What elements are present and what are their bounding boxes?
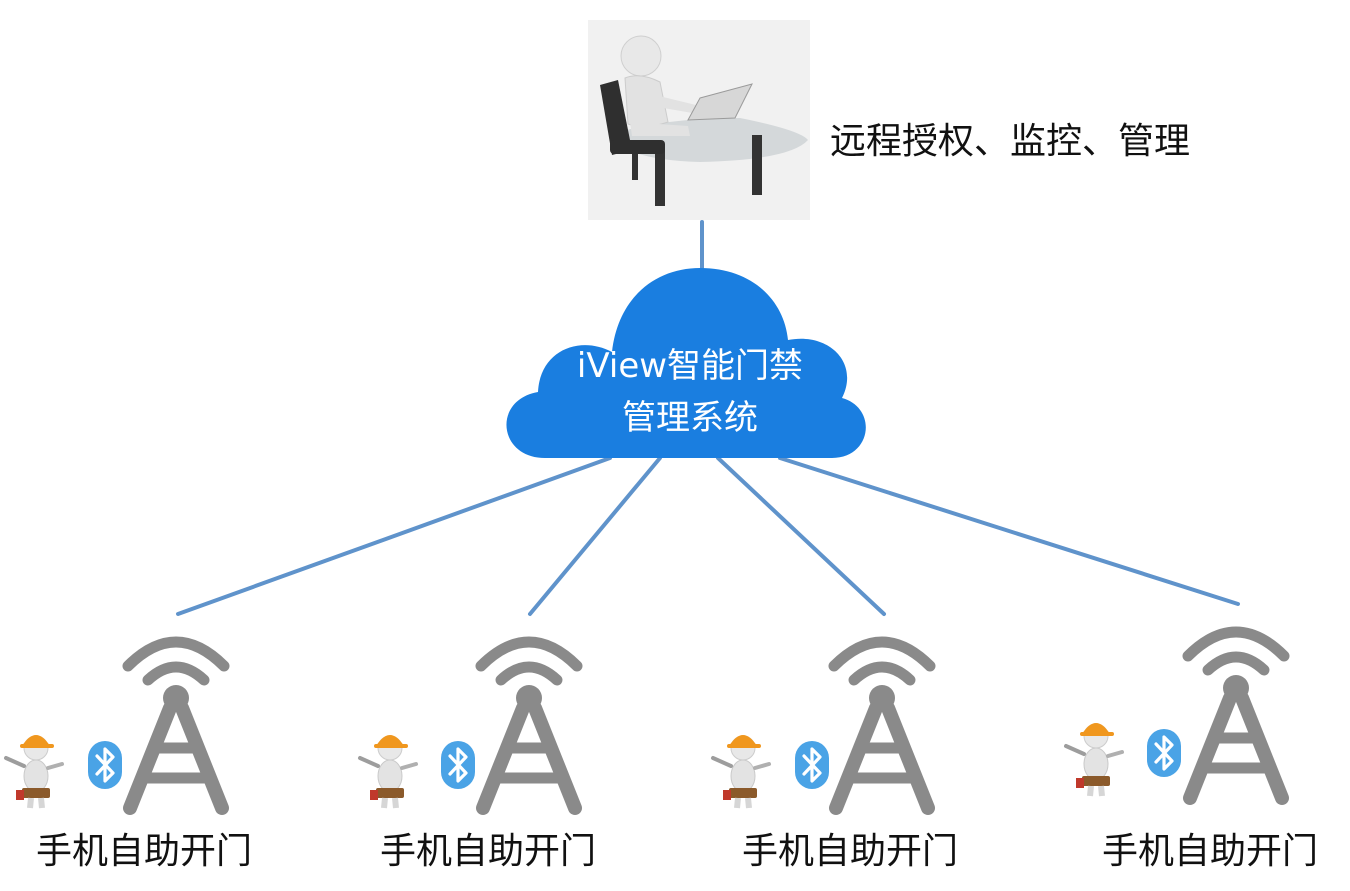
connector-line [778,456,1240,606]
connector-lines [176,220,1240,616]
cloud-icon [506,268,866,458]
admin-desk-image [588,20,810,220]
worker-with-helmet-icon [711,735,771,809]
connector-line [528,456,662,616]
worker-with-helmet-icon [358,735,418,809]
node-label: 手机自助开门 [380,831,597,872]
connector-line [176,456,612,616]
signal-tower-icon [1182,626,1290,805]
worker-with-helmet-icon [4,735,64,809]
cloud-title-line-2: 管理系统 [622,398,758,438]
signal-tower-icon [122,636,230,815]
connector-line [716,456,886,616]
cloud-title-line-1: iView智能门禁 [576,346,804,386]
node-label: 手机自助开门 [36,831,253,872]
node-label: 手机自助开门 [1102,831,1319,872]
bluetooth-icon [1147,729,1181,777]
signal-tower-icon [475,636,583,815]
admin-caption: 远程授权、监控、管理 [830,121,1191,162]
node-label: 手机自助开门 [742,831,959,872]
worker-with-helmet-icon [1064,723,1124,797]
bluetooth-icon [441,741,475,789]
bluetooth-icon [88,741,122,789]
signal-tower-icon [828,636,936,815]
bluetooth-icon [795,741,829,789]
